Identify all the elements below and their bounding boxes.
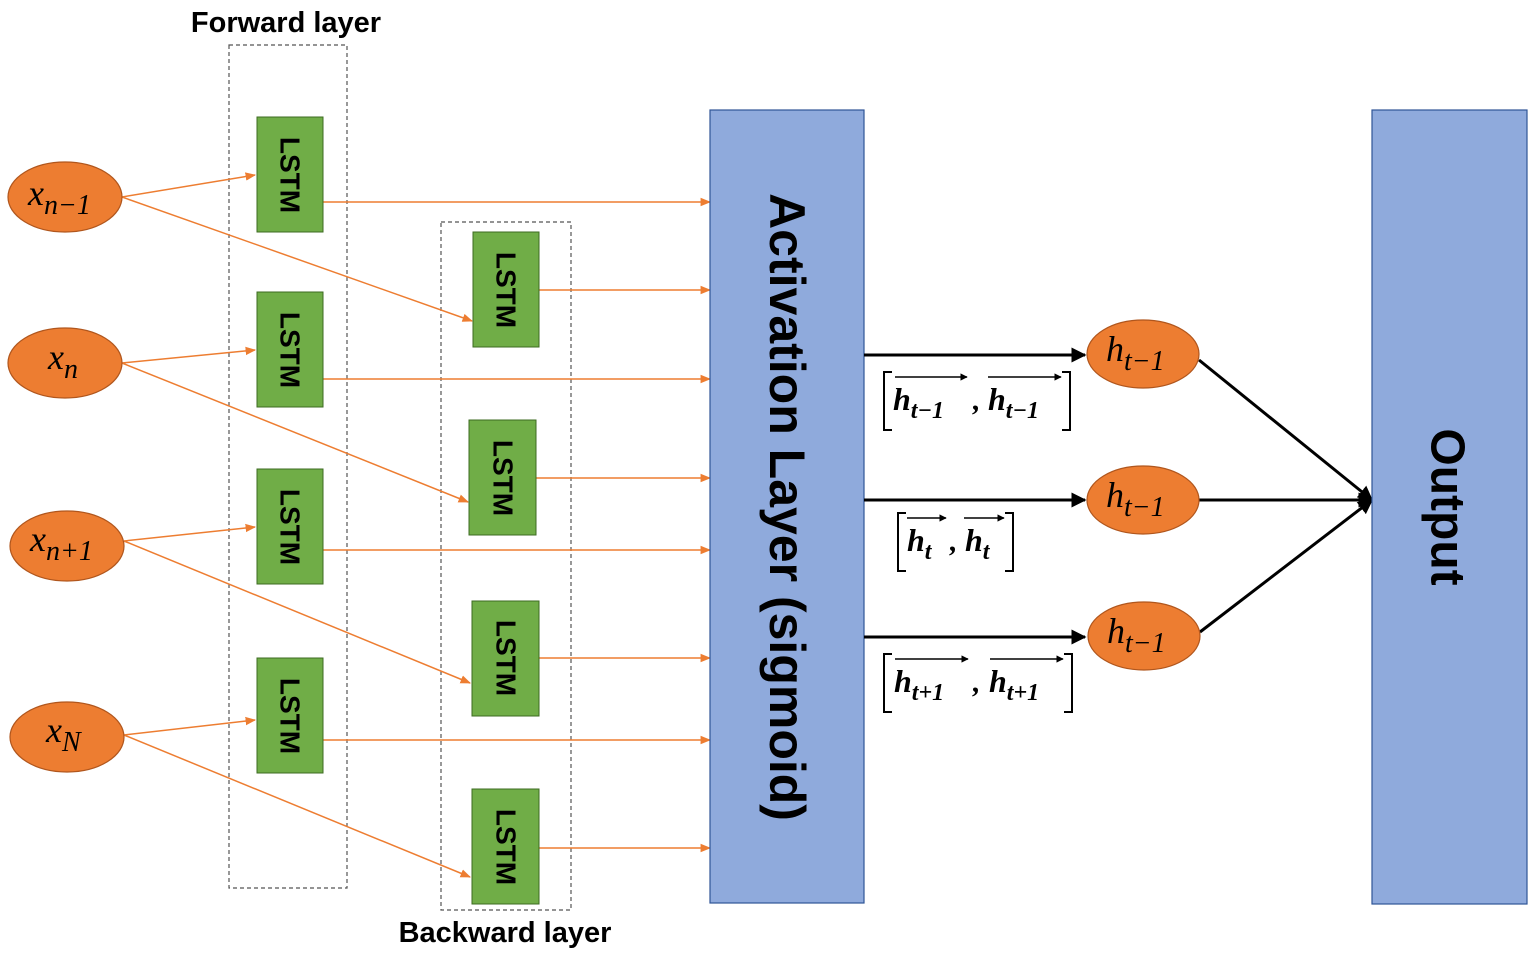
forward-lstm-cell: [256, 657, 324, 774]
backward-lstm-cells: LSTM LSTM LSTM LSTM: [468, 231, 540, 905]
input-nodes: xn−1 xn xn+1 xN: [7, 161, 125, 773]
activation-to-hidden-arrows: [864, 347, 1087, 645]
svg-text:ht: ht: [965, 522, 991, 565]
forward-lstm-label: LSTM: [275, 678, 306, 754]
hidden-nodes: ht−1 ht−1 ht−1: [1086, 319, 1201, 671]
backward-lstm-label: LSTM: [488, 440, 519, 516]
input-node: [7, 161, 123, 233]
hidden-node: [1086, 319, 1200, 389]
svg-text:ht: ht: [907, 522, 933, 565]
concat-label: ht−1 , ht−1: [883, 371, 1071, 431]
hidden-node-label: ht−1: [1106, 329, 1165, 377]
backward-lstm-cell: [471, 788, 540, 905]
backward-layer-label: Backward layer: [399, 917, 612, 949]
forward-lstm-cell: [256, 291, 324, 408]
activation-layer: [709, 109, 865, 904]
forward-layer-label: Forward layer: [191, 7, 381, 39]
hidden-node-label: ht−1: [1107, 611, 1166, 659]
output-layer-label: Output: [1421, 428, 1474, 585]
forward-lstm-label: LSTM: [275, 489, 306, 565]
forward-lstm-label: LSTM: [275, 312, 306, 388]
input-node: [9, 701, 125, 773]
backward-lstm-label: LSTM: [491, 252, 522, 328]
forward-lstm-cell: [256, 468, 324, 585]
svg-text:,: ,: [949, 525, 958, 558]
input-to-backward-arrows: [121, 196, 473, 878]
input-node: [7, 327, 123, 399]
activation-layer-label: Activation Layer (sigmoid): [759, 193, 815, 821]
forward-lstm-label: LSTM: [275, 137, 306, 213]
svg-text:,: ,: [972, 384, 981, 417]
backward-lstm-cell: [472, 231, 540, 348]
hidden-node: [1087, 601, 1201, 671]
backward-lstm-label: LSTM: [491, 809, 522, 885]
hidden-to-output-arrows: [1198, 358, 1374, 634]
hidden-node: [1086, 465, 1200, 535]
hidden-node-label: ht−1: [1106, 475, 1165, 523]
forward-layer-frame: [228, 44, 348, 889]
svg-text:ht+1: ht+1: [894, 663, 944, 706]
forward-lstm-cell: [256, 116, 324, 233]
svg-text:,: ,: [972, 666, 981, 699]
svg-text:ht−1: ht−1: [893, 381, 944, 424]
output-layer: [1371, 109, 1528, 905]
input-to-forward-arrows: [121, 172, 257, 736]
input-node-label: xN: [45, 710, 82, 758]
input-node-label: xn−1: [27, 173, 91, 221]
forward-lstm-cells: LSTM LSTM LSTM LSTM: [256, 116, 324, 774]
backward-layer-frame: [440, 221, 572, 911]
backward-lstm-cell: [468, 419, 537, 536]
svg-text:ht+1: ht+1: [989, 663, 1039, 706]
concat-label: ht+1 , ht+1: [883, 653, 1073, 713]
backward-lstm-cell: [471, 600, 540, 717]
input-node-label: xn: [47, 337, 78, 385]
concat-annotations: ht−1 , ht−1 ht , ht ht+1 , ht+1: [883, 371, 1073, 713]
svg-text:ht−1: ht−1: [988, 381, 1039, 424]
backward-lstm-label: LSTM: [491, 620, 522, 696]
lstm-to-activation-arrows: [323, 197, 712, 853]
input-node-label: xn+1: [29, 519, 93, 567]
concat-label: ht , ht: [897, 512, 1014, 572]
input-node: [9, 510, 125, 582]
